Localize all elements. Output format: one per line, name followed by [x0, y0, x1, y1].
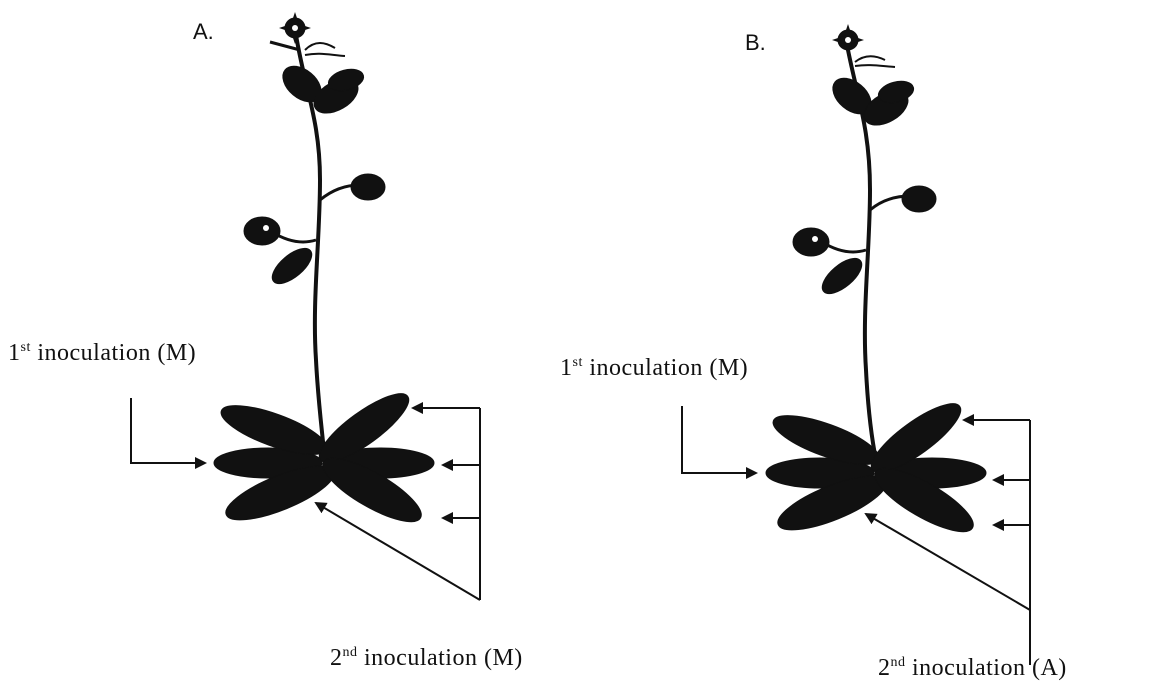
first-inoculation-label: 1st inoculation (M)	[560, 355, 748, 381]
flower-icon	[832, 24, 864, 56]
plant-b-icon	[766, 24, 986, 543]
first-inoculation-label: 1st inoculation (M)	[8, 340, 196, 366]
flower-icon	[279, 12, 311, 44]
second-inoculation-label: 2nd inoculation (M)	[330, 645, 523, 671]
panel-a: A.	[8, 12, 523, 671]
panel-b: B.	[560, 24, 1067, 681]
plant-a-icon	[214, 12, 434, 533]
panel-a-label: A.	[193, 19, 214, 44]
second-inoculation-label: 2nd inoculation (A)	[878, 655, 1067, 681]
first-inoculation-arrow	[682, 406, 756, 473]
first-inoculation-arrow	[131, 398, 205, 463]
panel-b-label: B.	[745, 30, 766, 55]
